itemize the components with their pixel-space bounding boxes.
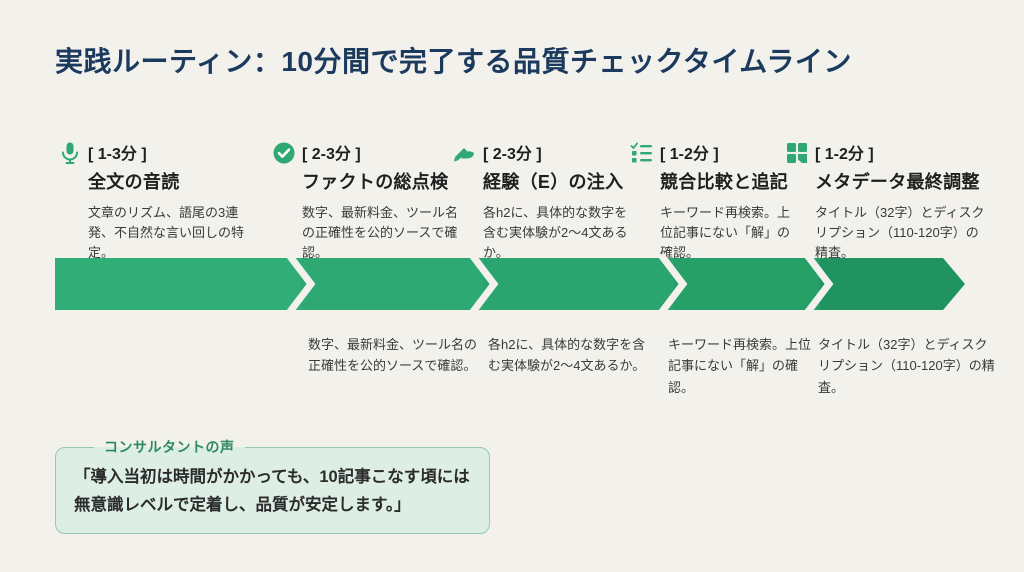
grid-icon: [785, 141, 811, 167]
step-description: 文章のリズム、語尾の3連発、不自然な言い回しの特定。: [88, 205, 245, 261]
checklist-icon: [630, 141, 656, 167]
below-note-5: タイトル（32字）とディスクリプション（110-120字）の精査。: [818, 337, 995, 395]
step-column-4: [ 1-2分 ] 競合比較と追記 キーワード再検索。上位記事にない「解」の確認。: [630, 140, 795, 263]
consultant-callout: コンサルタントの声 「導入当初は時間がかかっても、10記事こなす頃には無意識レベ…: [55, 437, 490, 535]
step-column-1: [ 1-3分 ] 全文の音読 文章のリズム、語尾の3連発、不自然な言い回しの特定…: [58, 140, 258, 263]
step-column-2: [ 2-3分 ] ファクトの総点検 数字、最新料金、ツール名の正確性を公的ソース…: [272, 140, 462, 263]
below-note-2: 数字、最新料金、ツール名の正確性を公的ソースで確認。: [308, 337, 478, 374]
chevron-separator: [469, 252, 499, 316]
step-time: [ 1-3分 ]: [88, 146, 147, 163]
timeline-bar: [55, 252, 965, 316]
step-column-3: [ 2-3分 ] 経験（E）の注入 各h2に、具体的な数字を含む実体験が2〜4文…: [453, 140, 638, 263]
microphone-icon: [58, 141, 84, 167]
below-note-3: 各h2に、具体的な数字を含む実体験が2〜4文あるか。: [488, 337, 646, 374]
step-time: [ 1-2分 ]: [660, 146, 719, 163]
step-time: [ 1-2分 ]: [815, 146, 874, 163]
step-column-5: [ 1-2分 ] メタデータ最終調整 タイトル（32字）とディスクリプション（1…: [785, 140, 990, 263]
step-heading: 全文の音読: [88, 172, 180, 192]
step-description: 数字、最新料金、ツール名の正確性を公的ソースで確認。: [302, 205, 459, 261]
chevron-separator: [286, 252, 316, 316]
callout-quote: 「導入当初は時間がかかっても、10記事こなす頃には無意識レベルで定着し、品質が安…: [74, 468, 470, 515]
chevron-separator: [658, 252, 688, 316]
step-description: 各h2に、具体的な数字を含む実体験が2〜4文あるか。: [483, 205, 628, 261]
page-title: 実践ルーティン：10分間で完了する品質チェックタイムライン: [55, 46, 852, 77]
step-description: タイトル（32字）とディスクリプション（110-120字）の精査。: [815, 205, 985, 261]
below-note-4: キーワード再検索。上位記事にない「解」の確認。: [668, 337, 812, 395]
pen-icon: [453, 141, 479, 167]
step-heading: ファクトの総点検: [302, 172, 449, 192]
callout-label: コンサルタントの声: [104, 439, 235, 455]
step-heading: メタデータ最終調整: [815, 172, 980, 192]
step-heading: 経験（E）の注入: [483, 172, 624, 192]
check-circle-icon: [272, 141, 298, 167]
step-description: キーワード再検索。上位記事にない「解」の確認。: [660, 205, 791, 261]
chevron-separator: [804, 252, 834, 316]
timeline-arrow-svg: [55, 252, 965, 316]
step-time: [ 2-3分 ]: [302, 146, 361, 163]
step-time: [ 2-3分 ]: [483, 146, 542, 163]
arrow-body: [55, 258, 965, 310]
step-heading: 競合比較と追記: [660, 172, 789, 192]
